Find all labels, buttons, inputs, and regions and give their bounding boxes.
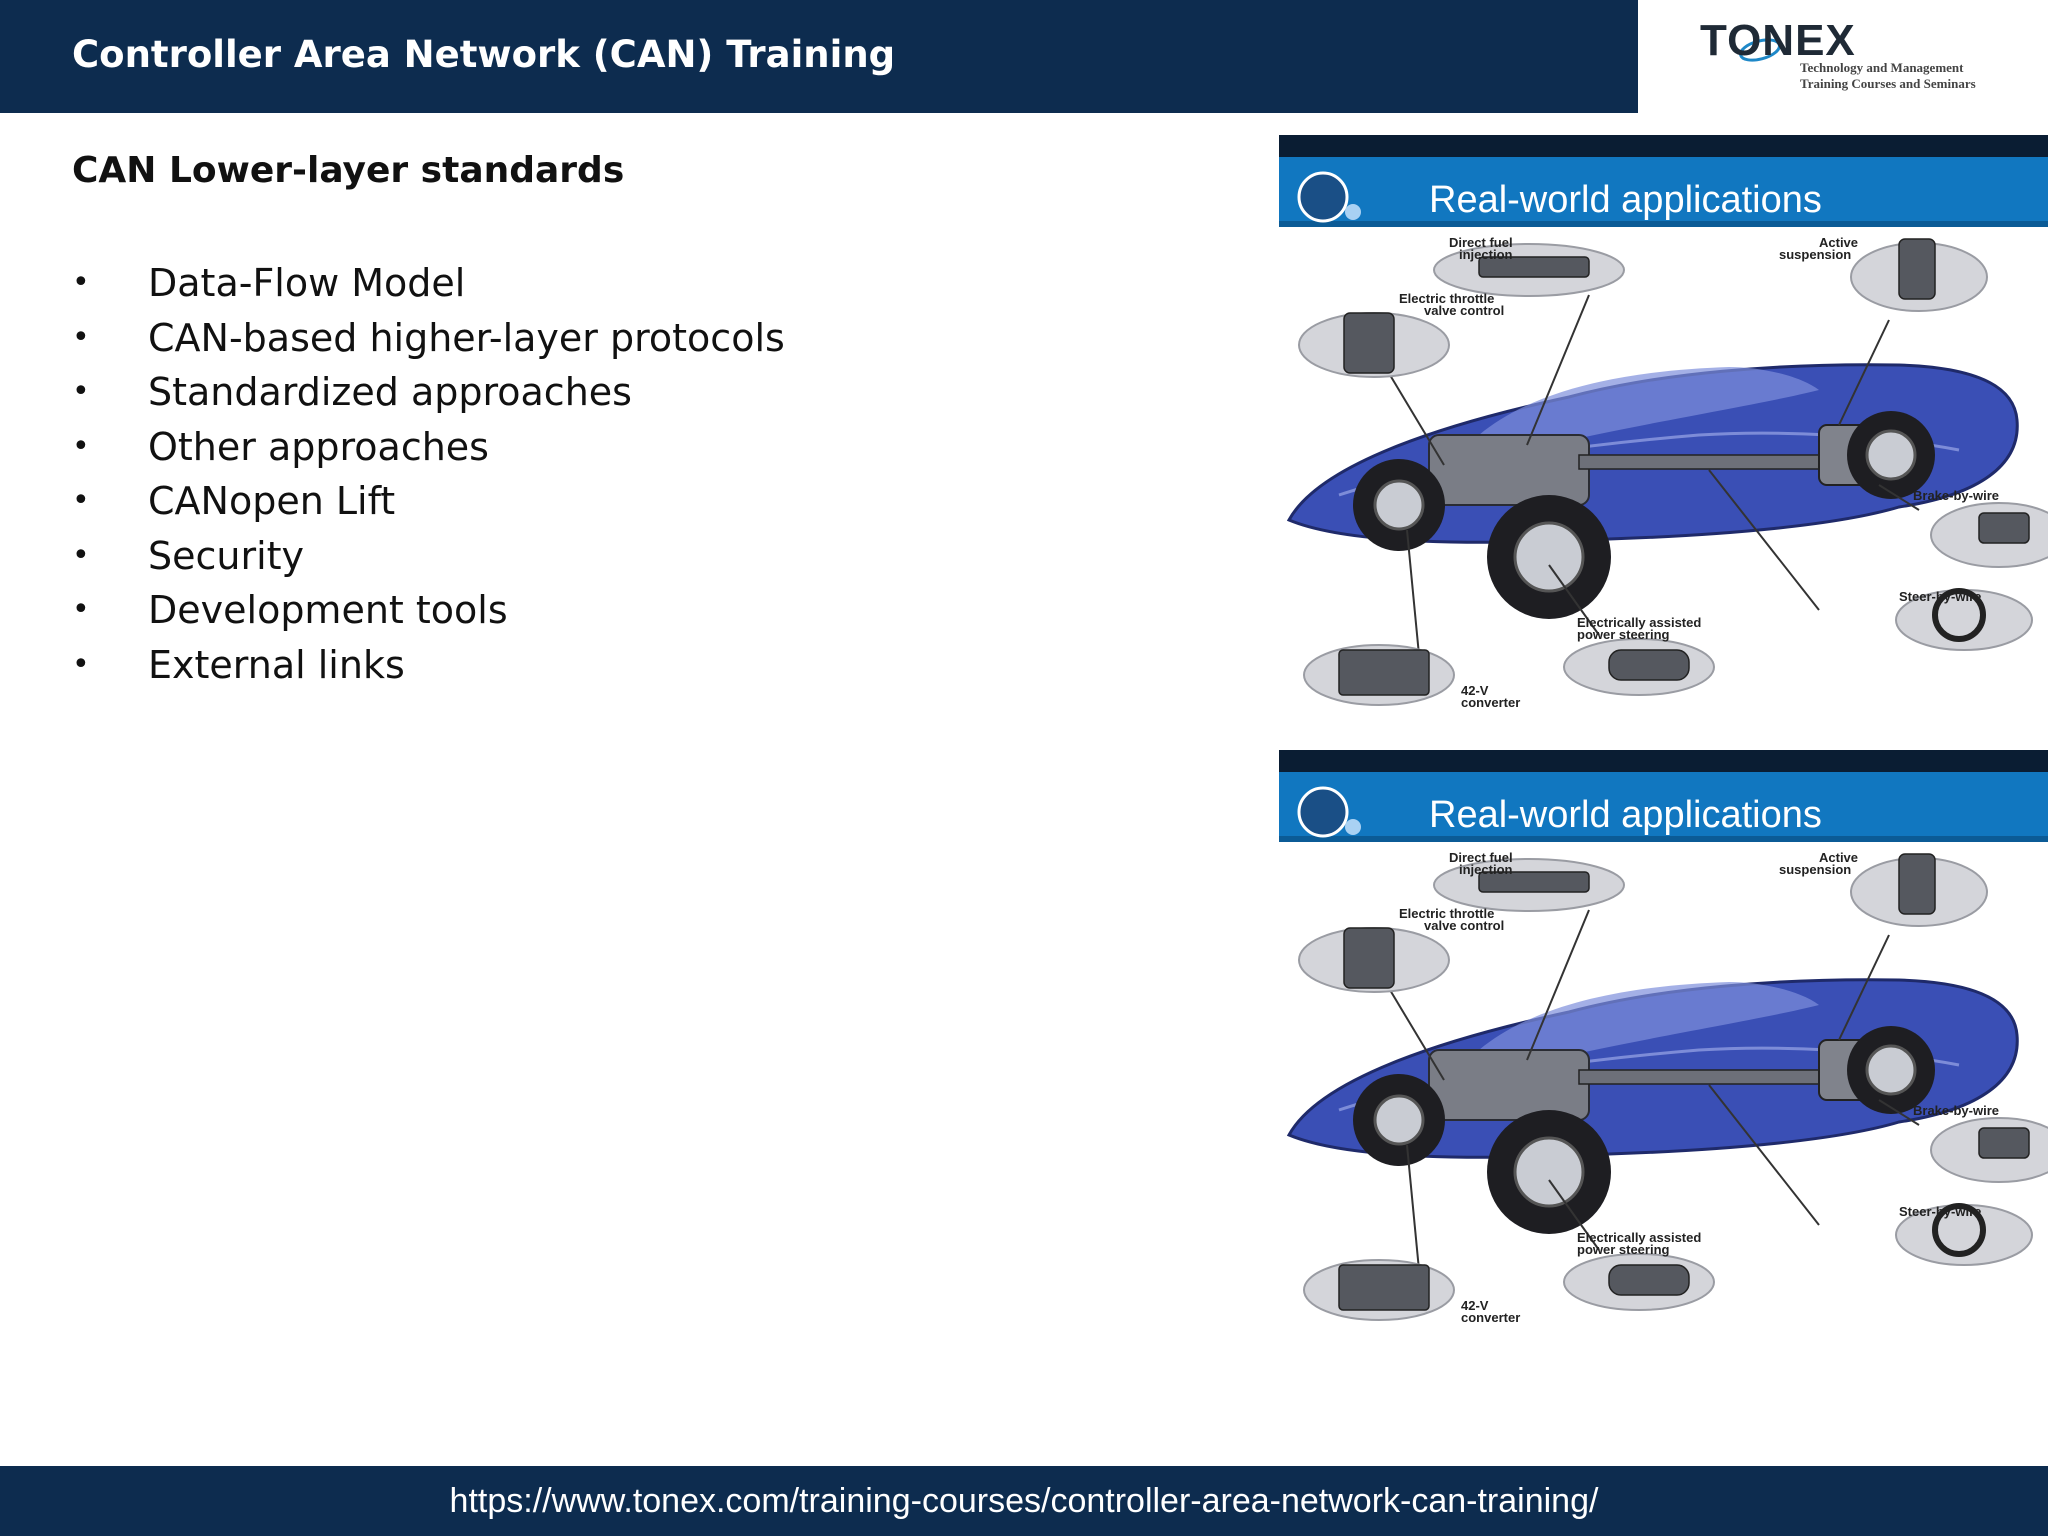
- bullet-dot-icon: •: [72, 483, 90, 518]
- label-42v: 42-V: [1461, 1298, 1489, 1313]
- section-heading: CAN Lower-layer standards: [72, 150, 625, 191]
- label-valve-control: valve control: [1424, 918, 1504, 933]
- label-converter: converter: [1461, 695, 1520, 710]
- logo-tagline: Technology and Management Training Cours…: [1800, 60, 2020, 92]
- label-suspension: suspension: [1779, 862, 1851, 877]
- bullet-dot-icon: •: [72, 428, 90, 464]
- logo-orbit-icon: [1739, 38, 1781, 62]
- label-brake-by-wire: Brake-by-wire: [1913, 488, 1999, 503]
- bullet-text: Security: [148, 533, 305, 578]
- real-world-applications-figure: Real-world applications: [1279, 750, 2048, 1330]
- label-steer-by-wire: Steer-by-wire: [1899, 589, 1981, 604]
- bullet-text: Data-Flow Model: [148, 261, 466, 305]
- label-suspension: suspension: [1779, 247, 1851, 262]
- bullet-text: Standardized approaches: [148, 370, 632, 414]
- label-injection: injection: [1459, 247, 1513, 262]
- label-injection: injection: [1459, 862, 1513, 877]
- bullet-text: Development tools: [148, 588, 508, 632]
- globe-icon: [1297, 171, 1349, 223]
- bullet-dot-icon: •: [72, 374, 90, 409]
- bullet-dot-icon: •: [72, 319, 90, 355]
- figure-title: Real-world applications: [1429, 794, 1822, 836]
- label-power-steering: power steering: [1577, 627, 1670, 642]
- label-brake-by-wire: Brake-by-wire: [1913, 1103, 1999, 1118]
- footer-url-link[interactable]: https://www.tonex.com/training-courses/c…: [449, 1482, 1599, 1520]
- logo-tagline-line2: Training Courses and Seminars: [1800, 76, 1976, 91]
- bullet-dot-icon: •: [72, 265, 90, 300]
- label-direct-fuel: Direct fuel: [1449, 235, 1513, 250]
- bullet-text: CANopen Lift: [148, 479, 396, 523]
- bullet-dot-icon: •: [72, 646, 90, 682]
- label-electrically-assisted: Electrically assisted: [1577, 1230, 1701, 1245]
- header-bar: Controller Area Network (CAN) Training: [0, 0, 1638, 113]
- label-electric-throttle: Electric throttle: [1399, 291, 1494, 306]
- figure-title: Real-world applications: [1429, 179, 1822, 221]
- label-42v: 42-V: [1461, 683, 1489, 698]
- label-electrically-assisted: Electrically assisted: [1577, 615, 1701, 630]
- footer-bar: https://www.tonex.com/training-courses/c…: [0, 1466, 2048, 1536]
- label-active: Active: [1819, 850, 1858, 865]
- logo-tagline-line1: Technology and Management: [1800, 60, 1964, 75]
- label-converter: converter: [1461, 1310, 1520, 1325]
- car-diagram-image: Real-world applications: [1279, 135, 2048, 710]
- label-active: Active: [1819, 235, 1858, 250]
- bullet-text: CAN-based higher-layer protocols: [148, 315, 785, 360]
- label-direct-fuel: Direct fuel: [1449, 850, 1513, 865]
- tonex-logo: TONEX Technology and Management Training…: [1638, 0, 2048, 113]
- logo-wordmark: TONEX: [1700, 16, 1856, 65]
- bullet-text: Other approaches: [148, 424, 489, 469]
- bullet-dot-icon: •: [72, 592, 90, 627]
- real-world-applications-figure: Real-world applications: [1279, 135, 2048, 715]
- label-electric-throttle: Electric throttle: [1399, 906, 1494, 921]
- bullet-dot-icon: •: [72, 537, 90, 573]
- globe-icon: [1297, 786, 1349, 838]
- label-valve-control: valve control: [1424, 303, 1504, 318]
- car-diagram-image: Real-world applications: [1279, 750, 2048, 1325]
- label-power-steering: power steering: [1577, 1242, 1670, 1257]
- label-steer-by-wire: Steer-by-wire: [1899, 1204, 1981, 1219]
- page-title: Controller Area Network (CAN) Training: [72, 33, 896, 76]
- bullet-text: External links: [148, 642, 405, 687]
